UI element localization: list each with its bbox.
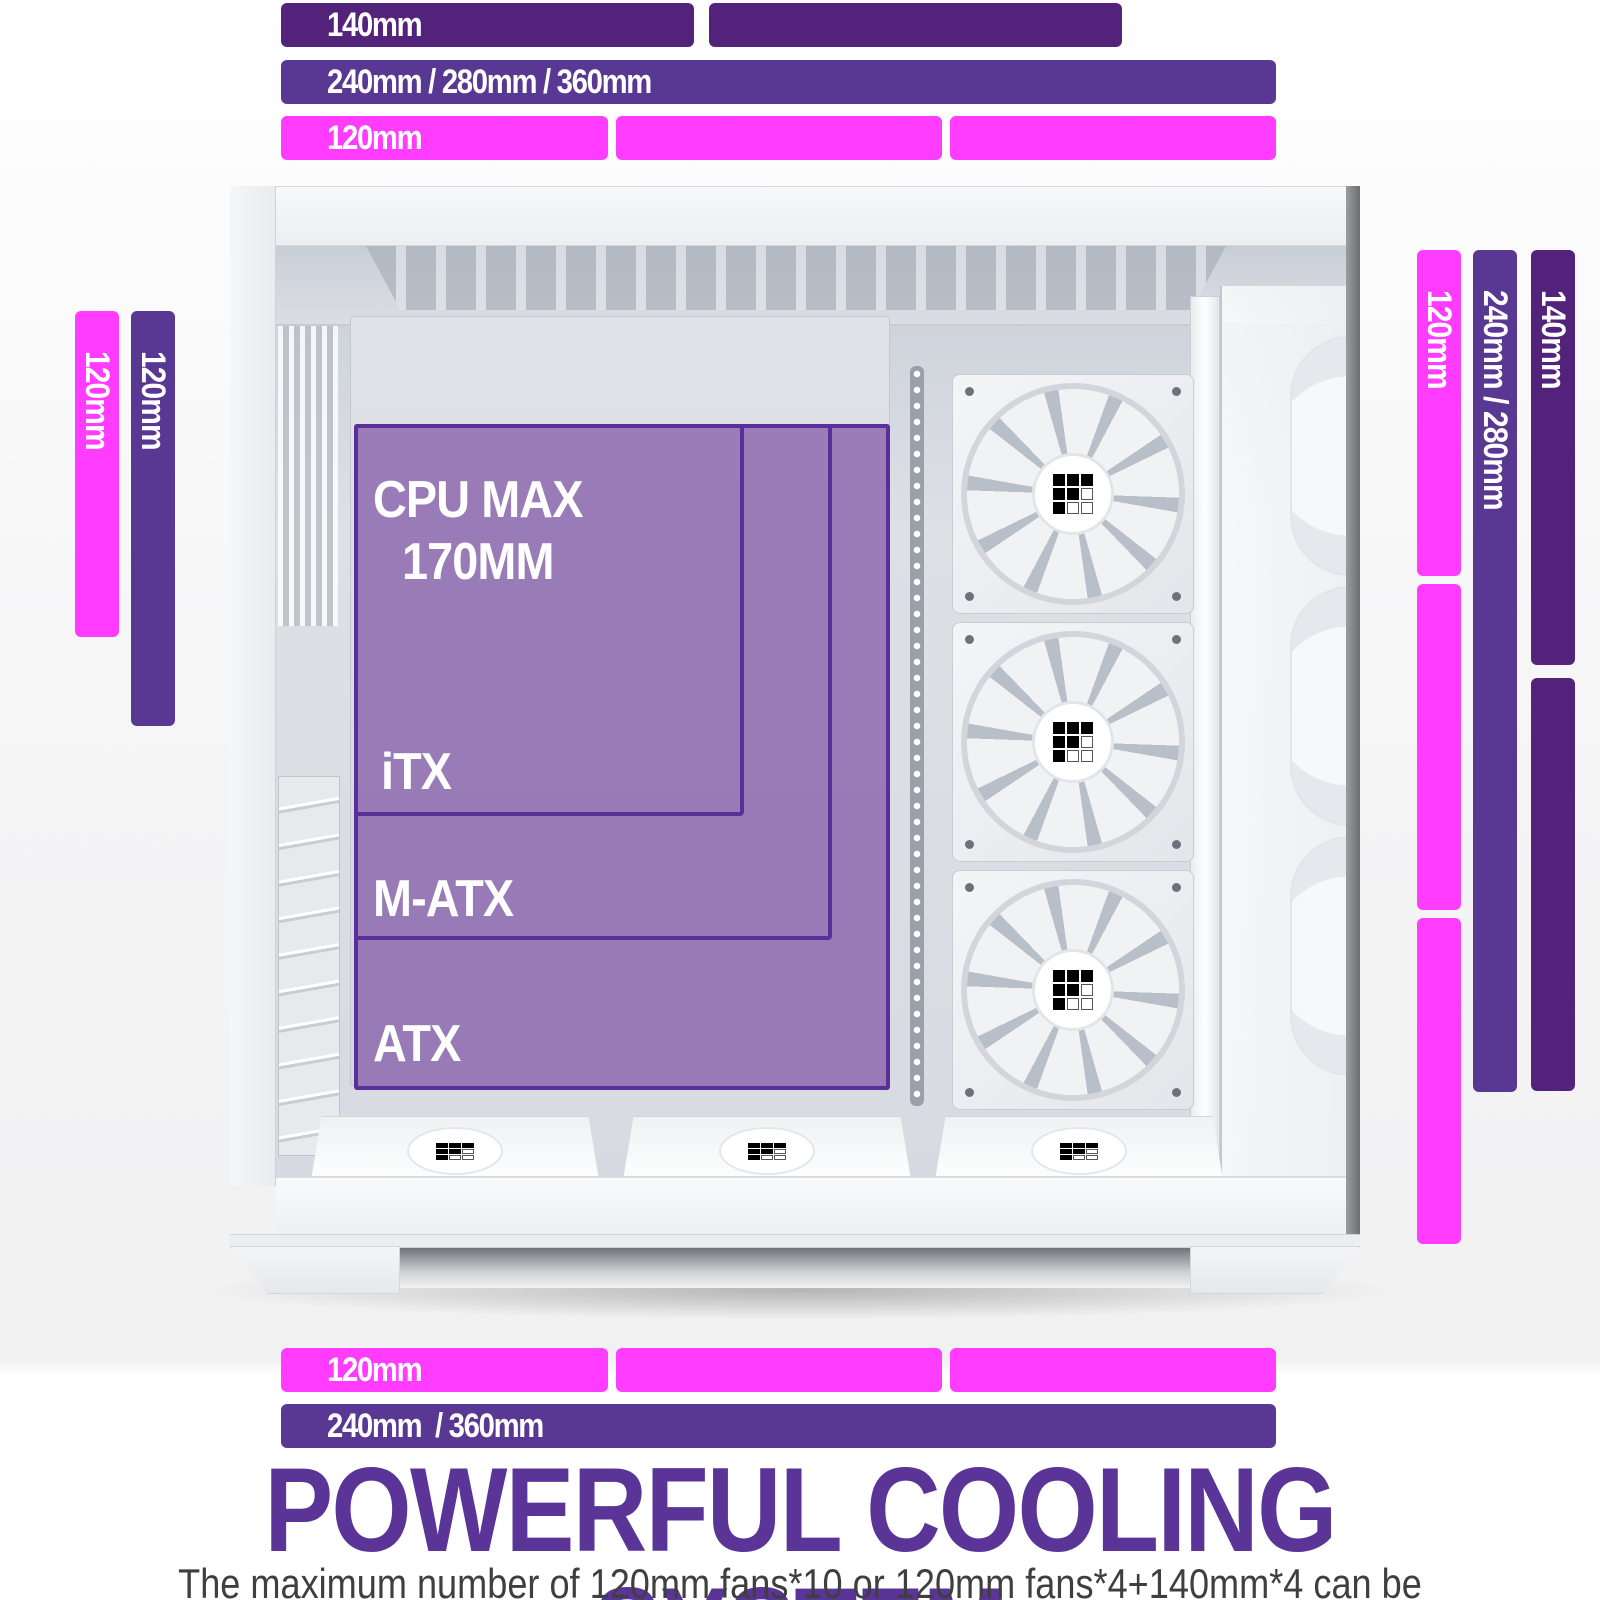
top-140mm-fan-slot-2 — [709, 3, 1122, 47]
front-fan-1 — [952, 374, 1194, 614]
top-140mm-label: 140mm — [327, 5, 423, 44]
rear-120mm-fan-bar: 120mm — [75, 311, 119, 637]
top-radiator-label: 240mm / 280mm / 360mm — [327, 62, 652, 101]
top-120mm-label: 120mm — [327, 118, 423, 157]
bottom-120mm-fan-slot-3 — [950, 1348, 1276, 1392]
side-radiator-label: 240mm / 280mm — [1476, 290, 1514, 510]
bottom-radiator-bar: 240mm / 360mm — [281, 1404, 1276, 1448]
fan-hub-logo-icon — [1031, 1127, 1127, 1175]
bottom-fan-2 — [622, 1116, 912, 1186]
side-fan-ghost-1 — [1290, 336, 1350, 576]
bottom-120mm-fan-slot-2 — [616, 1348, 942, 1392]
fan-hub-logo-icon — [407, 1127, 503, 1175]
itx-motherboard-outline — [354, 424, 744, 816]
top-vent-grille — [366, 246, 1226, 310]
side-120mm-fan-slot-1: 120mm — [1417, 250, 1461, 576]
form-factor-itx: iTX — [381, 743, 452, 801]
rear-120mm-label: 120mm — [78, 351, 116, 450]
case-base-rail — [230, 1234, 1360, 1248]
bottom-120mm-label: 120mm — [327, 1350, 423, 1389]
subline-description: The maximum number of 120mm fans*10 or 1… — [178, 1560, 1422, 1600]
bottom-radiator-label: 240mm / 360mm — [327, 1406, 544, 1445]
side-140mm-fan-slot-2 — [1531, 678, 1575, 1091]
rear-radiator-bar: 120mm — [131, 311, 175, 726]
top-120mm-fan-slot-1: 120mm — [281, 116, 608, 160]
bottom-fan-3 — [934, 1116, 1224, 1186]
form-factor-matx: M-ATX — [373, 870, 514, 928]
side-120mm-fan-slot-2 — [1417, 584, 1461, 910]
rear-radiator-label: 120mm — [134, 351, 172, 450]
headline: POWERFUL COOLING SYSTEM — [264, 1443, 1337, 1600]
side-140mm-fan-slot-1: 140mm — [1531, 250, 1575, 665]
top-120mm-fan-slot-2 — [616, 116, 942, 160]
front-pillar — [1190, 296, 1220, 1186]
fan-hub-logo-icon — [1032, 949, 1114, 1031]
side-radiator-bar: 240mm / 280mm — [1473, 250, 1517, 1092]
fan-hub-logo-icon — [719, 1127, 815, 1175]
bottom-fan-1 — [310, 1116, 600, 1186]
side-120mm-fan-slot-3 — [1417, 918, 1461, 1244]
top-140mm-fan-slot-1: 140mm — [281, 3, 694, 47]
case-right-edge — [1346, 186, 1360, 1246]
case-top-frame — [230, 186, 1360, 246]
case-rear-frame — [230, 186, 276, 1186]
form-factor-atx: ATX — [373, 1015, 461, 1073]
pcie-slot-covers — [278, 776, 340, 1156]
rear-vent-slots — [278, 326, 338, 626]
perforated-strip — [910, 366, 924, 1106]
side-120mm-label: 120mm — [1420, 290, 1458, 389]
bottom-120mm-fan-slot-1: 120mm — [281, 1348, 608, 1392]
fan-hub-logo-icon — [1032, 453, 1114, 535]
side-140mm-label: 140mm — [1534, 290, 1572, 389]
cpu-cooler-max-line2: 170MM — [402, 533, 554, 591]
top-120mm-fan-slot-3 — [950, 116, 1276, 160]
side-fan-ghost-3 — [1290, 836, 1350, 1076]
case-base-gap — [400, 1248, 1190, 1288]
side-fan-ghost-2 — [1290, 586, 1350, 826]
fan-hub-logo-icon — [1032, 701, 1114, 783]
front-fan-3 — [952, 870, 1194, 1110]
front-fan-2 — [952, 622, 1194, 862]
cpu-cooler-max-line1: CPU MAX — [373, 471, 583, 529]
top-radiator-bar: 240mm / 280mm / 360mm — [281, 60, 1276, 104]
